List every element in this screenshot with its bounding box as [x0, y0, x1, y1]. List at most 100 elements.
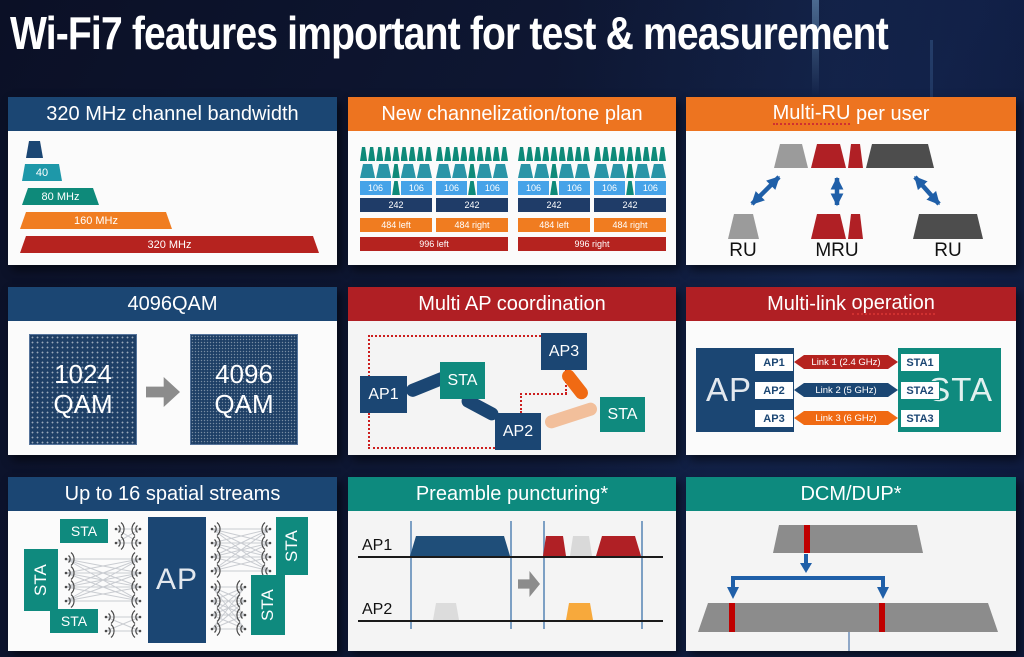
header-text: Multi-link: [767, 293, 852, 315]
panel-header: Multi-link operation: [686, 287, 1016, 321]
dup-marker-stripe: [879, 603, 885, 632]
ru26-shape: [626, 147, 634, 161]
coordination-dotted-line: [520, 393, 567, 395]
mru-label: MRU: [815, 240, 859, 261]
ap2-port: AP2: [754, 381, 794, 400]
panel-body: 40 80 MHz 160 MHz 320 MHz: [8, 131, 337, 265]
mimo-links-graphic: [64, 522, 272, 638]
ru26-shape: [476, 147, 484, 161]
link1-arrow: Link 1 (2.4 GHz): [794, 355, 898, 369]
qam-label: 1024: [54, 358, 112, 389]
panel-preamble-puncturing: Preamble puncturing* AP1 AP2: [348, 477, 676, 651]
panel-header: 4096QAM: [8, 287, 337, 321]
sta-box: STA: [50, 609, 98, 633]
link-capsule-peach: [543, 400, 599, 431]
panel-body: AP STA STA STA STA STA: [8, 511, 337, 651]
ru26-center-shape: [392, 164, 400, 178]
qam-label: QAM: [53, 388, 113, 419]
bar-label: 40: [35, 166, 49, 179]
ru52-row: [436, 164, 508, 178]
ap2-row-label: AP2: [362, 601, 393, 618]
ru26-shape: [500, 147, 508, 161]
ru996-bar: 996 left: [360, 237, 508, 251]
ru26-center-shape: [468, 181, 476, 195]
ru26-shape: [526, 147, 534, 161]
ru26-shape: [384, 147, 392, 161]
panel-header: Preamble puncturing*: [348, 477, 676, 511]
panel-header: Multi AP coordination: [348, 287, 676, 321]
background-light-beam: [812, 0, 819, 96]
panel-body: RU MRU RU: [686, 131, 1016, 265]
panel-channel-bandwidth: 320 MHz channel bandwidth 40 80 MHz 160 …: [8, 97, 337, 265]
ru106-bar: 106: [594, 181, 626, 195]
panel-header: New channelization/tone plan: [348, 97, 676, 131]
coordination-dotted-line: [368, 335, 370, 377]
ru26-shape: [484, 147, 492, 161]
ru484-bar: 484 left: [518, 218, 590, 232]
ru26-shape: [566, 147, 574, 161]
ru52-shape: [436, 164, 451, 178]
ru52-shape: [360, 164, 375, 178]
ru26-shape: [610, 147, 618, 161]
ru26-shape: [400, 147, 408, 161]
ru52-shape: [575, 164, 590, 178]
ru26-row: [360, 147, 432, 161]
ru52-shape: [477, 164, 492, 178]
bar-label: 320 MHz: [147, 238, 192, 251]
ap-device-label: AP: [706, 371, 753, 408]
ru26-center-shape: [626, 181, 634, 195]
ru484-bar: 484 right: [594, 218, 666, 232]
ru26-shape: [392, 147, 400, 161]
ru52-shape: [534, 164, 549, 178]
coordination-dotted-line: [368, 335, 544, 337]
ru26-row: [594, 147, 666, 161]
bar-160mhz: 160 MHz: [20, 212, 172, 229]
ap1-punctured-hole: [570, 536, 592, 556]
bar-label: 160 MHz: [73, 214, 119, 227]
ru106-bar: 106: [360, 181, 392, 195]
channel-boundary-line: [641, 521, 643, 629]
ru26-shape: [444, 147, 452, 161]
ru-label: RU: [934, 240, 962, 261]
ru242-bar: 242: [436, 198, 508, 212]
panel-spatial-streams: Up to 16 spatial streams AP STA STA STA …: [8, 477, 337, 651]
ru26-shape: [492, 147, 500, 161]
mru-bottom-red-wide: [811, 214, 846, 239]
panel-header: DCM/DUP*: [686, 477, 1016, 511]
ru26-shape: [558, 147, 566, 161]
sta-node: STA: [600, 397, 645, 432]
ru996-bar: 996 right: [518, 237, 666, 251]
ru242-row: 242: [518, 198, 590, 212]
sta-box: STA: [276, 517, 308, 575]
ru26-shape: [460, 147, 468, 161]
ap2-time-axis: [358, 620, 663, 622]
ap1-full-transmission: [410, 536, 510, 556]
ru52-row: [360, 164, 432, 178]
bar-320mhz: 320 MHz: [20, 236, 319, 253]
ru26-center-shape: [626, 164, 634, 178]
ru106-bar: 106: [518, 181, 550, 195]
ru26-shape: [594, 147, 602, 161]
bar-40mhz: 40: [22, 164, 62, 181]
right-arrow-icon: [518, 571, 540, 597]
panel-dcm-dup: DCM/DUP*: [686, 477, 1016, 651]
ru52-shape: [417, 164, 432, 178]
ap1-time-axis: [358, 556, 663, 558]
panel-tone-plan: New channelization/tone plan 484 left 48…: [348, 97, 676, 265]
panel-body: 484 left 484 right 484 left 484 right 99…: [348, 131, 676, 265]
dcm-source-block: [773, 525, 923, 553]
panel-header: Up to 16 spatial streams: [8, 477, 337, 511]
ru-bottom-gray: [728, 214, 759, 239]
ru242-row: 242: [360, 198, 432, 212]
ru242-bar: 242: [360, 198, 432, 212]
ru26-shape: [436, 147, 444, 161]
ru26-center-shape: [468, 164, 476, 178]
right-arrow-icon: [146, 377, 180, 407]
ru242-row: 242: [594, 198, 666, 212]
mru-top-red-wide: [811, 144, 846, 168]
dup-wide-block: [698, 603, 998, 632]
